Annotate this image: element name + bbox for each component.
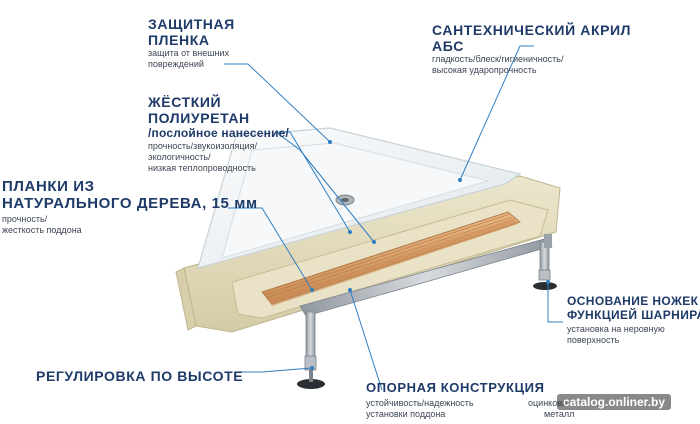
frame-extra-line2: металл (544, 409, 575, 419)
legs-desc-line1: установка на неровную (567, 324, 665, 334)
legs-desc-line2: поверхность (567, 335, 620, 345)
frame-desc-line2: установки поддона (366, 409, 446, 419)
wood-desc: прочность/ жесткость поддона (2, 214, 82, 236)
legs-desc: установка на неровную поверхность (567, 324, 665, 346)
legs-title-line1: ОСНОВАНИЕ НОЖЕК С (567, 294, 700, 308)
pu-desc: прочность/звукоизоляция/ экологичность/ … (148, 141, 257, 174)
acryl-title-line2: АБС (432, 38, 464, 54)
pu-title-line2: ПОЛИУРЕТАН (148, 110, 250, 126)
acryl-title: САНТЕХНИЧЕСКИЙ АКРИЛ АБС (432, 22, 631, 54)
tray-rim-left (175, 267, 197, 331)
acryl-desc: гладкость/блеск/гигиеничность/ высокая у… (432, 54, 564, 76)
legs-title-line2: ФУНКЦИЕЙ ШАРНИРА (567, 308, 700, 322)
frame-extra: оцинкова металл (528, 398, 574, 420)
wood-title: ПЛАНКИ ИЗ НАТУРАЛЬНОГО ДЕРЕВА, 15 мм (2, 178, 258, 212)
support-frame (299, 234, 553, 359)
film-desc-line2: повреждений (148, 59, 204, 69)
pu-desc-line2: экологичность/ (148, 152, 211, 162)
pu-desc-line3: низкая теплопроводность (148, 163, 256, 173)
pu-desc-line1: прочность/звукоизоляция/ (148, 141, 257, 151)
leader-lines (224, 45, 563, 391)
wood-title-line1: ПЛАНКИ ИЗ (2, 178, 95, 195)
film-title: ЗАЩИТНАЯ ПЛЕНКА (148, 16, 235, 48)
pu-title-line1: ЖЁСТКИЙ (148, 94, 222, 110)
wood-title-line2: НАТУРАЛЬНОГО ДЕРЕВА, 15 мм (2, 195, 258, 212)
frame-desc: устойчивость/надежность установки поддон… (366, 398, 474, 420)
frame-extra-line1: оцинкова (528, 398, 567, 408)
watermark: catalog.onliner.by (557, 394, 672, 410)
frame-desc-line1: устойчивость/надежность (366, 398, 474, 408)
acrylic-inner (221, 142, 490, 259)
frame-title: ОПОРНАЯ КОНСТРУКЦИЯ (366, 380, 545, 395)
film-title-line1: ЗАЩИТНАЯ (148, 16, 235, 32)
leg-right (533, 269, 557, 290)
acryl-title-line1: САНТЕХНИЧЕСКИЙ АКРИЛ (432, 22, 632, 38)
wood-desc-line1: прочность/ (2, 214, 48, 224)
film-title-line2: ПЛЕНКА (148, 32, 210, 48)
wood-planks (261, 211, 521, 306)
film-desc-line1: защита от внешних (148, 48, 229, 58)
pu-subtitle: /послойное нанесение/ (148, 126, 290, 140)
acryl-desc-line2: высокая ударопрочность (432, 65, 537, 75)
wood-desc-line2: жесткость поддона (2, 225, 82, 235)
film-desc: защита от внешних повреждений (148, 48, 229, 70)
height-title: РЕГУЛИРОВКА ПО ВЫСОТЕ (36, 368, 244, 384)
pu-title: ЖЁСТКИЙ ПОЛИУРЕТАН (148, 94, 250, 126)
legs-title: ОСНОВАНИЕ НОЖЕК С ФУНКЦИЕЙ ШАРНИРА (567, 294, 700, 322)
acryl-desc-line1: гладкость/блеск/гигиеничность/ (432, 54, 564, 64)
leg-front (297, 355, 325, 389)
